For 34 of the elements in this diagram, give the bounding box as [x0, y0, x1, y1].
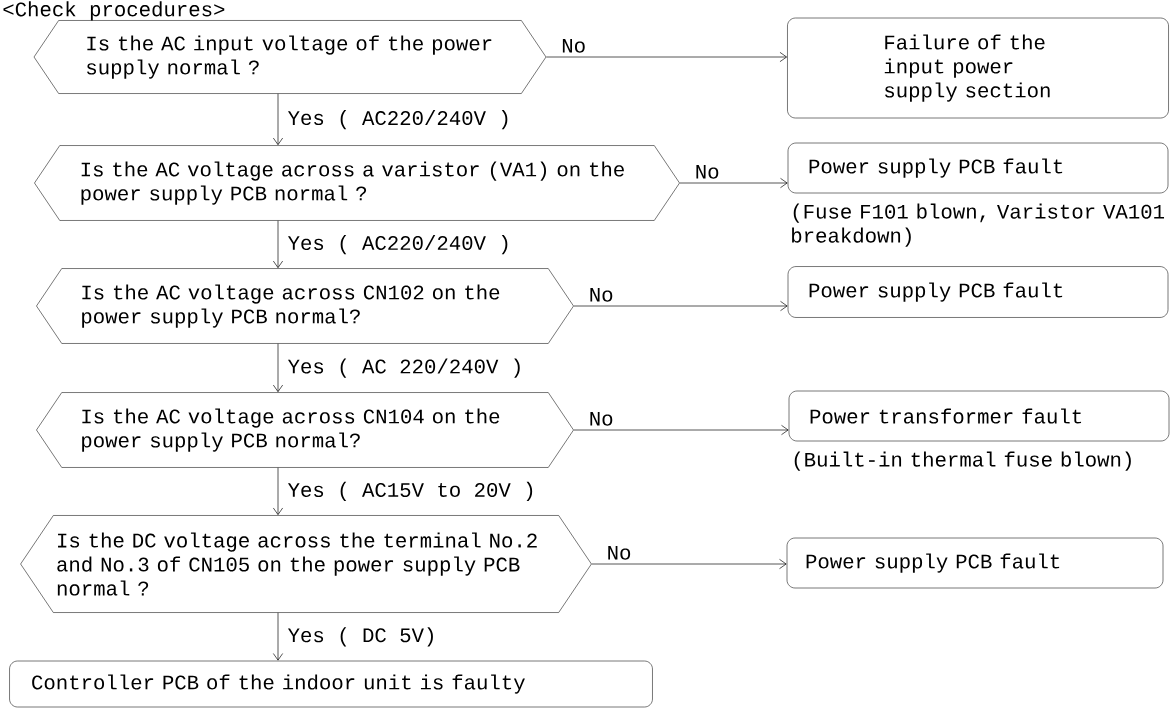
- note-text: (Built-in thermal fuse blown): [794, 451, 1131, 471]
- edge-label: No: [590, 411, 613, 426]
- process-box: Power transformer fault: [788, 390, 1170, 442]
- edge-label: No: [562, 38, 585, 53]
- decision-hexagon: Is the DC voltage across the terminal No.2 and No.3 of CN105 on the power supply PCB normal ?: [20, 515, 592, 613]
- edge-label: No: [608, 545, 631, 560]
- edge-label: Yes ( AC220/240V ): [287, 234, 508, 255]
- arrow: [573, 425, 789, 435]
- process-box: Power supply PCB fault: [787, 266, 1169, 318]
- decision-hexagon: Is the AC voltage across CN102 on the power supply PCB normal?: [36, 268, 574, 344]
- decision-hexagon: Is the AC voltage across a varistor (VA1) on the power supply PCB normal ?: [34, 145, 680, 221]
- arrow: [591, 559, 787, 569]
- process-box: Failure of the input power supply section: [787, 17, 1169, 119]
- process-box: Power supply PCB fault: [786, 537, 1164, 589]
- edge-label: Yes ( DC 5V): [287, 627, 433, 647]
- arrow: [273, 612, 283, 661]
- arrow: [273, 93, 283, 146]
- arrow: [273, 220, 283, 269]
- arrow: [546, 52, 787, 62]
- heading: <Check procedures>: [3, 1, 225, 21]
- process-box: Power supply PCB fault: [787, 142, 1169, 194]
- edge-label: No: [590, 287, 613, 302]
- arrow: [273, 467, 283, 515]
- edge-label: Yes ( AC220/240V ): [287, 109, 508, 130]
- edge-label: Yes ( AC 220/240V ): [287, 358, 520, 378]
- arrow: [679, 178, 788, 188]
- result-box: Controller PCB of the indoor unit is faulty: [9, 660, 653, 708]
- decision-hexagon: Is the AC input voltage of the power supply normal ?: [33, 20, 547, 94]
- arrow: [273, 343, 283, 393]
- edge-label: Yes ( AC15V to 20V ): [287, 481, 533, 502]
- decision-hexagon: Is the AC voltage across CN104 on the power supply PCB normal?: [36, 392, 574, 468]
- arrow: [573, 301, 788, 311]
- note-text: (Fuse F101 blown, Varistor VA101 breakdown): [792, 203, 1164, 247]
- edge-label: No: [696, 164, 719, 179]
